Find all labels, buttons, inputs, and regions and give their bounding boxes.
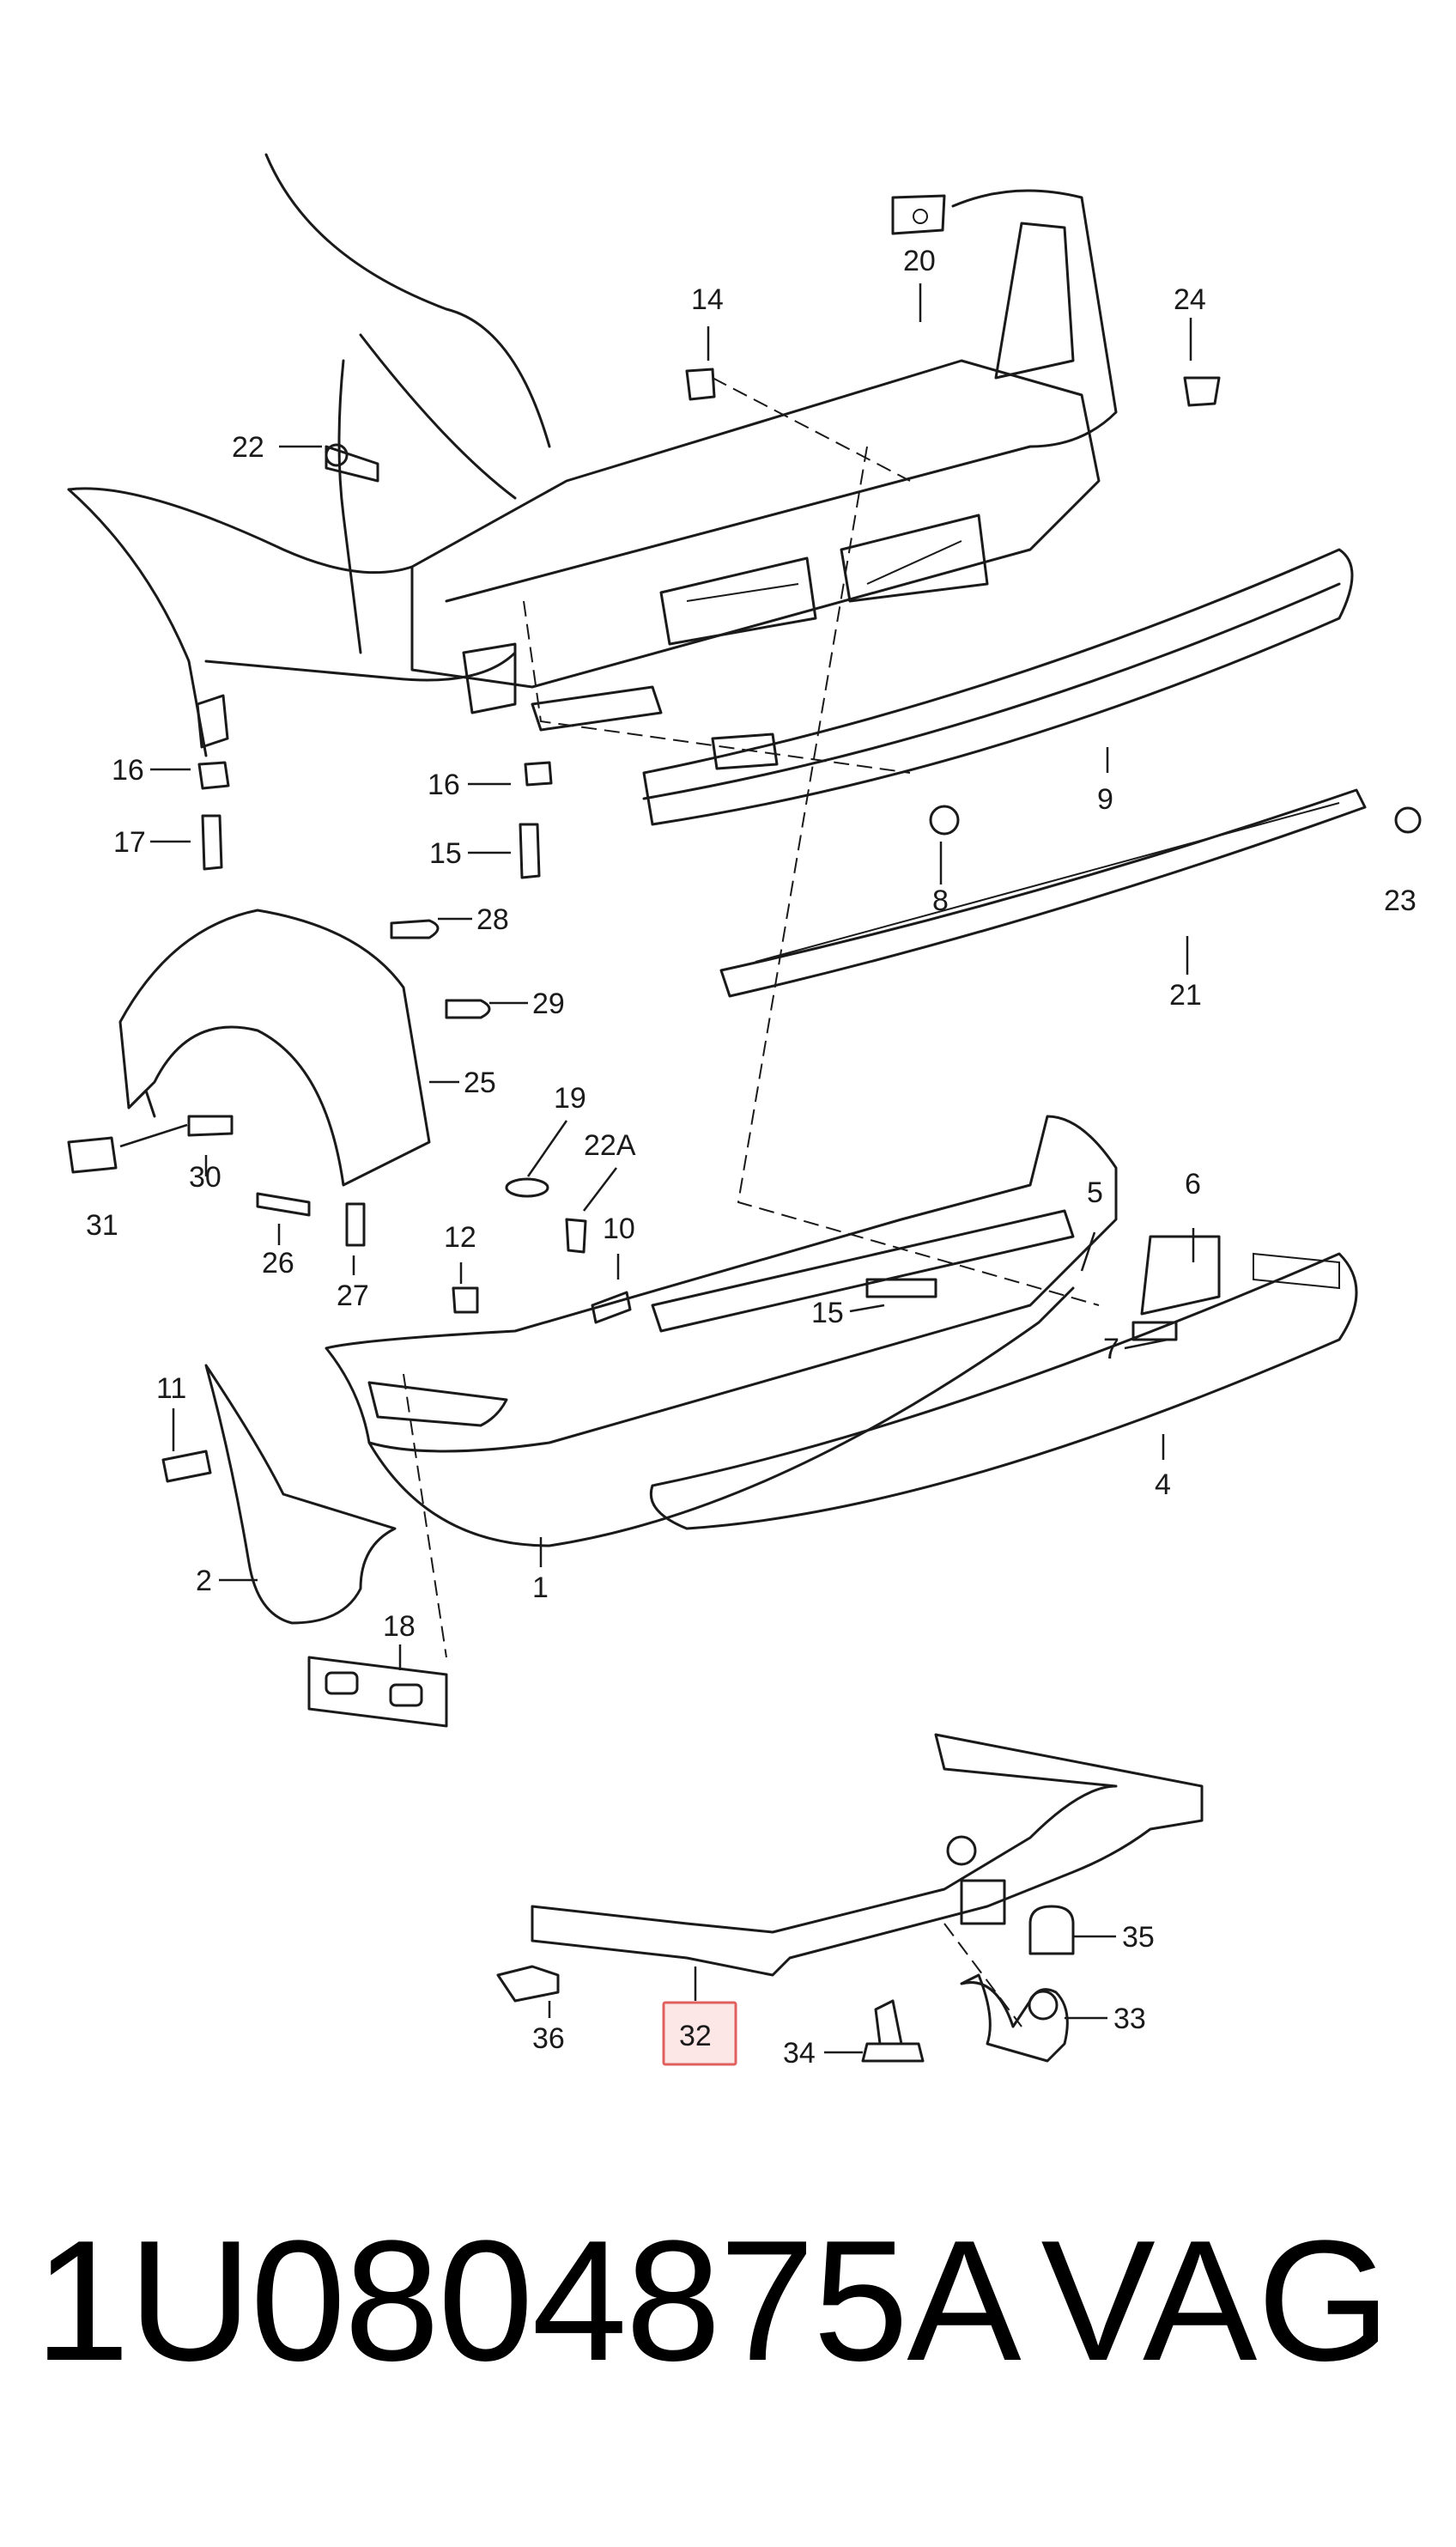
part-number: 1U0804875A xyxy=(34,2205,1022,2397)
callout-31: 31 xyxy=(86,1209,118,1242)
callout-15a: 15 xyxy=(429,837,462,870)
towing-bracket xyxy=(531,1733,1204,1977)
callout-2: 2 xyxy=(196,1565,212,1597)
brand-name: VAG xyxy=(1040,2205,1391,2397)
callout-10: 10 xyxy=(603,1213,635,1245)
callout-1: 1 xyxy=(532,1571,549,1604)
callout-20: 20 xyxy=(903,245,936,277)
wheel-housing-liner xyxy=(118,909,431,1187)
callout-16b: 16 xyxy=(428,769,460,801)
callout-28: 28 xyxy=(476,903,509,936)
callout-22a: 22A xyxy=(584,1129,636,1162)
bumper-cover xyxy=(325,1115,1118,1547)
callout-34: 34 xyxy=(783,2037,816,2070)
callout-35: 35 xyxy=(1122,1921,1155,1954)
callout-4: 4 xyxy=(1155,1468,1171,1501)
callout-labels: 20 14 24 22 9 16 17 16 15 8 23 21 28 29 … xyxy=(86,245,1417,2070)
callout-22: 22 xyxy=(232,431,264,464)
callout-16a: 16 xyxy=(112,754,144,787)
callout-12: 12 xyxy=(444,1221,476,1254)
callout-14: 14 xyxy=(691,283,724,316)
callout-23: 23 xyxy=(1384,884,1417,917)
bolt-36 xyxy=(496,1965,560,2003)
highlight-box xyxy=(662,2001,737,2066)
callout-27: 27 xyxy=(337,1280,369,1312)
callout-9: 9 xyxy=(1097,783,1113,816)
callout-8: 8 xyxy=(932,884,949,917)
fastener-icons xyxy=(67,368,1422,1483)
callout-19: 19 xyxy=(554,1082,586,1115)
callout-33: 33 xyxy=(1113,2003,1146,2035)
bumper-lower-trim xyxy=(650,1252,1358,1530)
callout-17: 17 xyxy=(113,826,146,859)
bumper-reinforcement xyxy=(642,548,1367,998)
callout-5: 5 xyxy=(1087,1176,1103,1209)
callout-7: 7 xyxy=(1103,1333,1119,1365)
mud-flap xyxy=(204,1364,397,1625)
tow-socket-cover xyxy=(1028,1905,1075,1955)
bracket-18 xyxy=(307,1656,448,1728)
callout-26: 26 xyxy=(262,1247,294,1280)
footer: 1U0804875A VAG xyxy=(34,2207,1425,2396)
exploded-parts-diagram: 20 14 24 22 9 16 17 16 15 8 23 21 28 29 … xyxy=(67,153,1422,2070)
callout-6: 6 xyxy=(1185,1168,1201,1201)
callout-29: 29 xyxy=(532,988,565,1020)
assembly-lines xyxy=(403,377,1100,2027)
callout-36: 36 xyxy=(532,2022,565,2055)
clip-34 xyxy=(861,1999,925,2063)
callout-21: 21 xyxy=(1169,979,1202,1012)
callout-32: 32 xyxy=(679,2020,712,2052)
tow-ball xyxy=(960,1973,1069,2063)
callout-25: 25 xyxy=(464,1067,496,1099)
callout-30: 30 xyxy=(189,1161,221,1194)
callout-24: 24 xyxy=(1174,283,1206,316)
leader-lines xyxy=(119,283,1195,2054)
callout-11: 11 xyxy=(156,1372,186,1405)
car-body-rear xyxy=(67,153,1118,757)
callout-18: 18 xyxy=(383,1610,416,1643)
callout-15b: 15 xyxy=(811,1297,844,1329)
